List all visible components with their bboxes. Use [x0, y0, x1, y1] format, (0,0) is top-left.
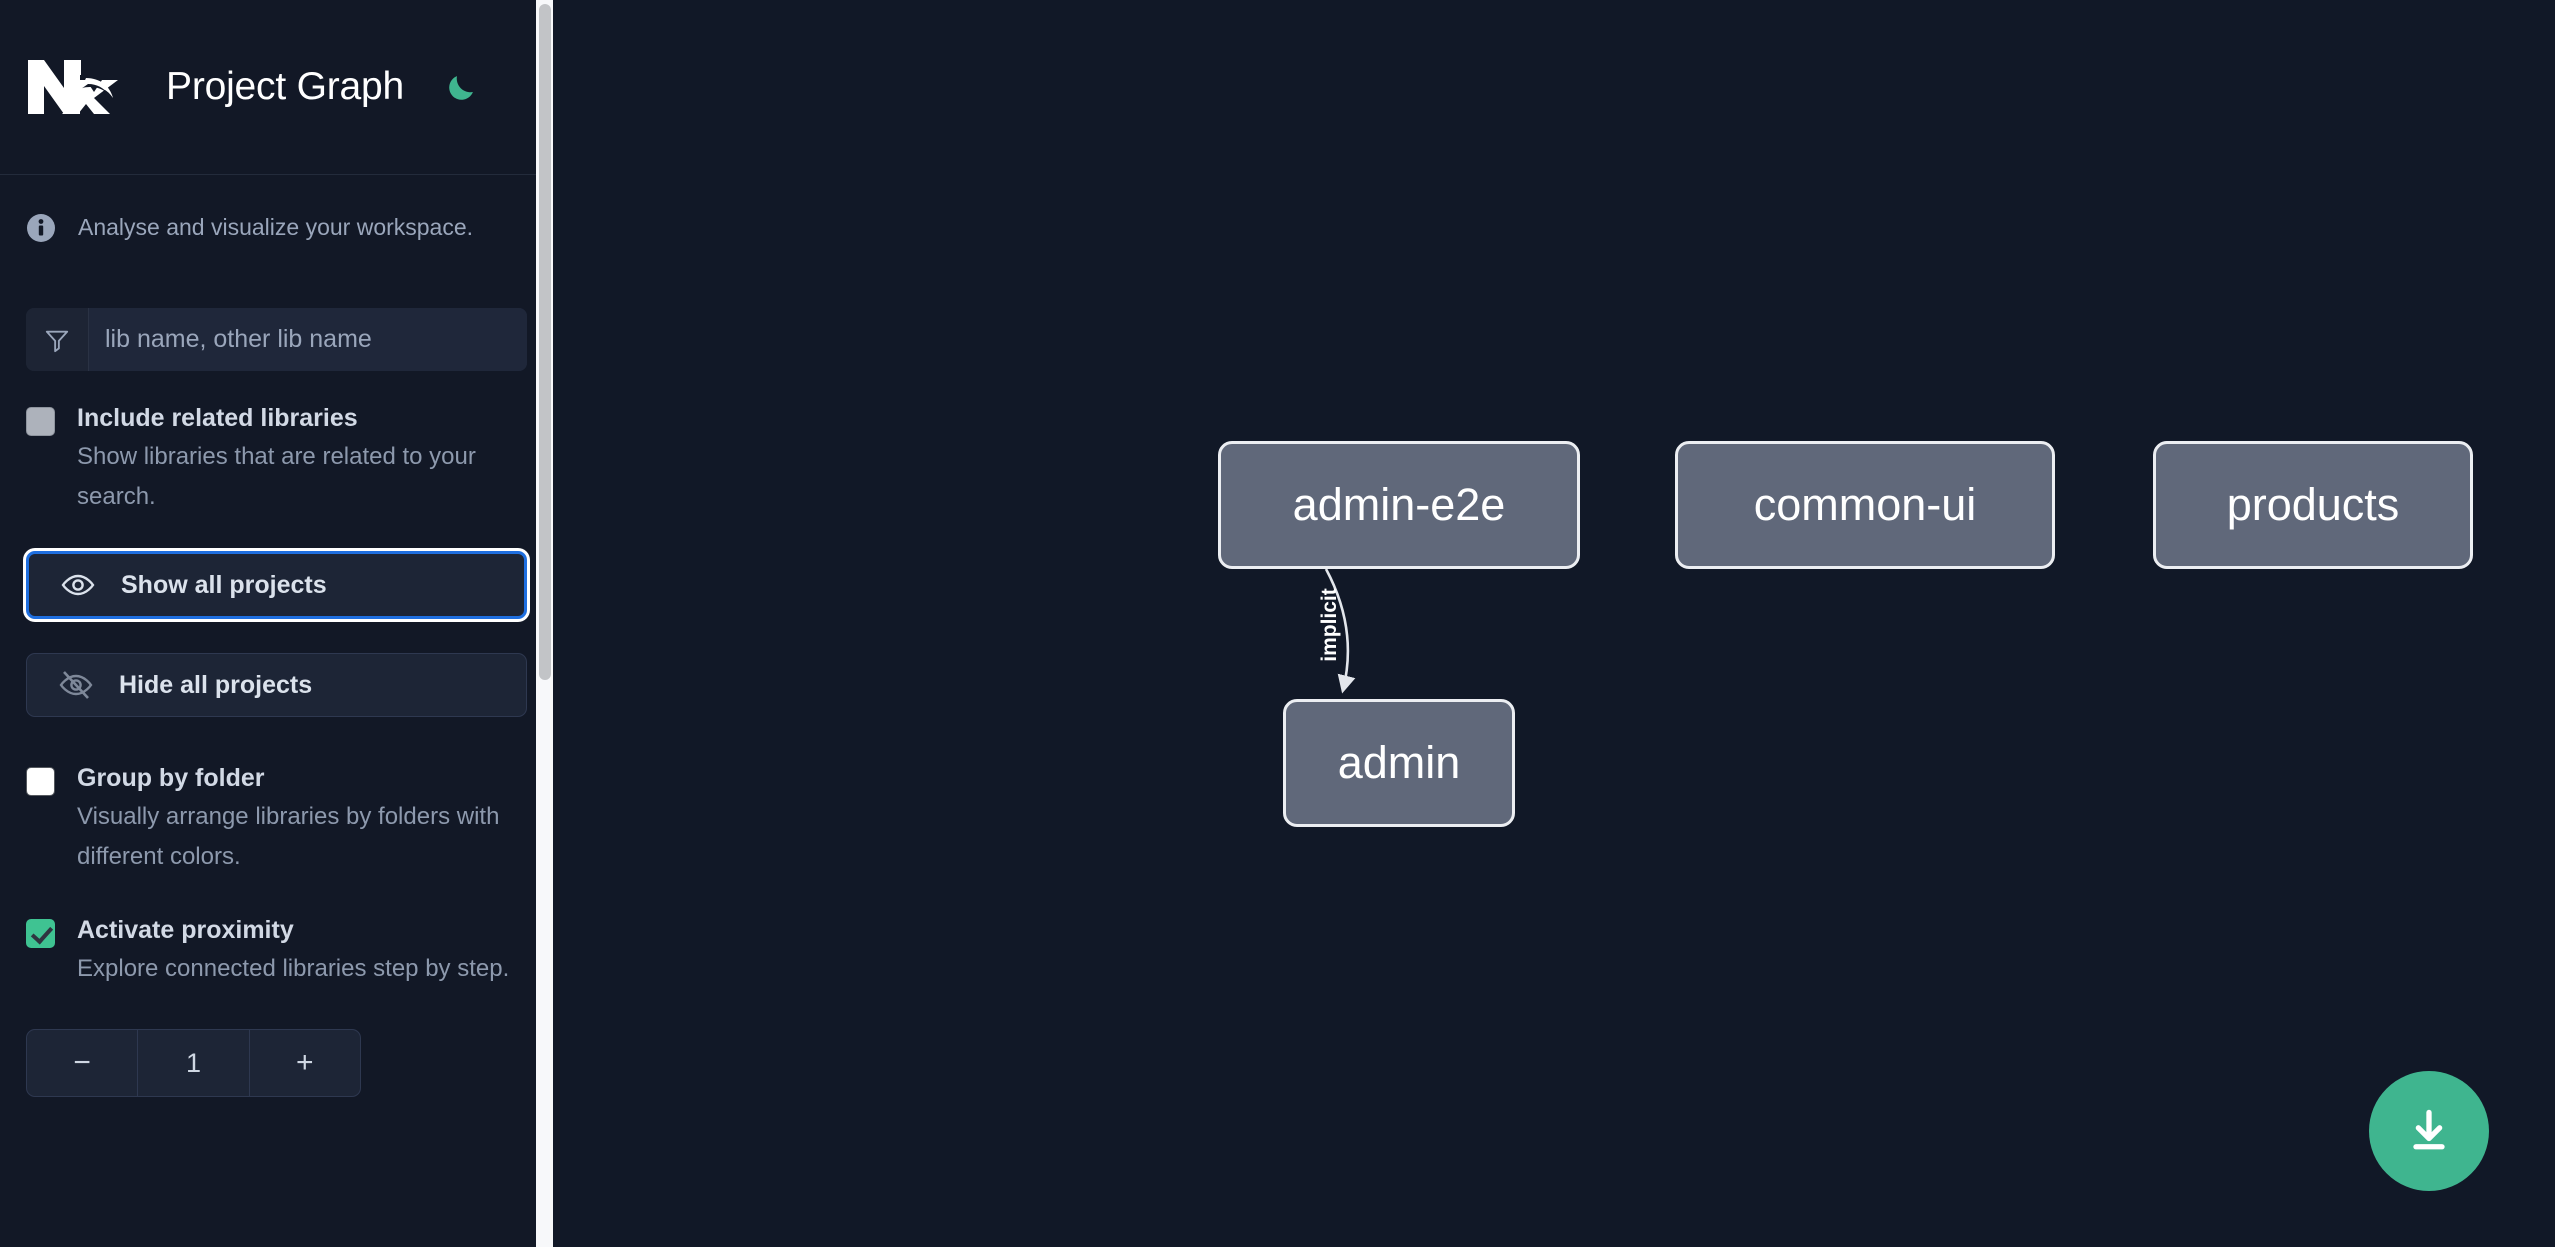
sidebar-scrollbar[interactable]	[536, 0, 553, 1247]
option-label: Activate proximity	[77, 916, 294, 944]
sidebar-body: Include related libraries Show libraries…	[0, 308, 553, 1097]
activate-proximity-checkbox[interactable]	[26, 919, 55, 948]
graph-node-admin-e2e[interactable]: admin-e2e	[1218, 441, 1580, 569]
sidebar-header: Project Graph	[0, 0, 553, 175]
option-group-by-folder[interactable]: Group by folder Visually arrange librari…	[26, 761, 527, 877]
graph-node-products[interactable]: products	[2153, 441, 2473, 569]
graph-canvas[interactable]: implicit implicit admin-e2e common-ui pr…	[553, 0, 2555, 1247]
sidebar-scrollbar-thumb[interactable]	[539, 4, 551, 680]
hide-all-projects-button[interactable]: Hide all projects	[26, 653, 527, 717]
option-description: Visually arrange libraries by folders wi…	[77, 803, 500, 870]
eye-icon	[59, 566, 97, 604]
proximity-stepper[interactable]: − 1 +	[26, 1029, 361, 1097]
stepper-value: 1	[137, 1030, 250, 1096]
show-all-projects-button[interactable]: Show all projects	[26, 551, 527, 619]
graph-node-admin[interactable]: admin	[1283, 699, 1515, 827]
option-include-related-libraries[interactable]: Include related libraries Show libraries…	[26, 401, 527, 517]
workspace-info: Analyse and visualize your workspace.	[0, 175, 553, 280]
graph-edges	[1324, 568, 1356, 694]
edge-label-implicit-admin: implicit	[1317, 588, 1341, 662]
search-field[interactable]	[26, 308, 527, 371]
hide-all-projects-label: Hide all projects	[119, 670, 313, 699]
page-title: Project Graph	[166, 65, 405, 108]
include-related-libraries-checkbox[interactable]	[26, 407, 55, 436]
group-by-folder-checkbox[interactable]	[26, 767, 55, 796]
option-description: Explore connected libraries step by step…	[77, 955, 510, 982]
download-graph-button[interactable]	[2369, 1071, 2489, 1191]
info-circle-icon	[26, 213, 56, 243]
option-label: Include related libraries	[77, 404, 358, 432]
stepper-decrement-button[interactable]: −	[73, 1046, 91, 1079]
stepper-increment-button[interactable]: +	[296, 1046, 314, 1079]
option-activate-proximity[interactable]: Activate proximity Explore connected lib…	[26, 913, 527, 989]
moon-icon[interactable]	[440, 65, 484, 109]
info-text: Analyse and visualize your workspace.	[78, 214, 474, 240]
search-input[interactable]	[89, 308, 527, 371]
nx-logo-icon	[26, 56, 122, 118]
show-all-projects-label: Show all projects	[121, 570, 327, 599]
option-label: Group by folder	[77, 764, 265, 792]
eye-slash-icon	[57, 666, 95, 704]
sidebar: Project Graph Analyse and visualize your…	[0, 0, 553, 1247]
download-icon	[2403, 1103, 2455, 1160]
filter-funnel-icon	[26, 308, 89, 371]
graph-node-common-ui[interactable]: common-ui	[1675, 441, 2055, 569]
option-description: Show libraries that are related to your …	[77, 443, 476, 510]
